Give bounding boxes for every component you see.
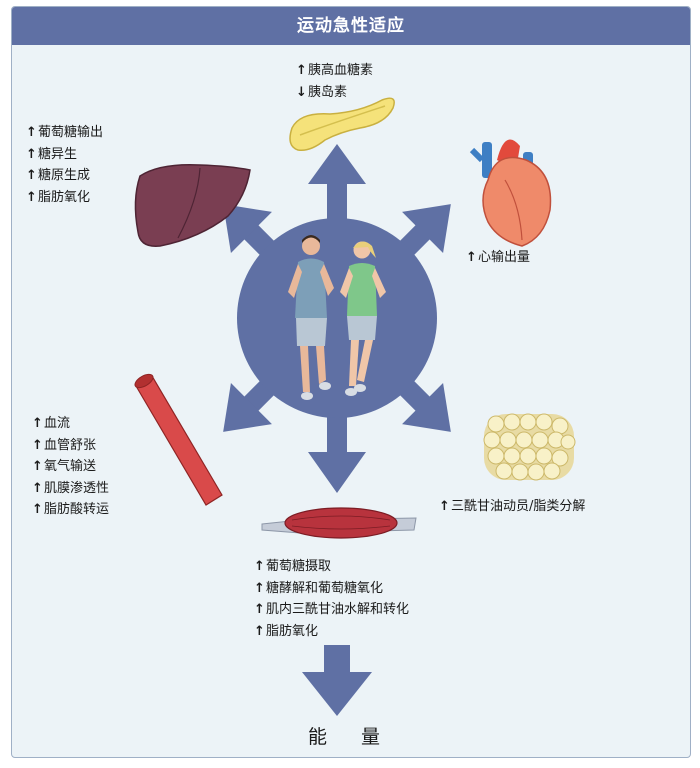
runners-illustration (288, 235, 386, 400)
heart-row: ↑心输出量 (466, 247, 530, 269)
increase-arrow-icon: ↑ (32, 437, 43, 453)
increase-arrow-icon: ↑ (254, 580, 265, 596)
adipose-row: ↑三酰甘油动员/脂类分解 (439, 496, 585, 518)
increase-arrow-icon: ↑ (26, 125, 37, 140)
vasodilation-label: 血管舒张 (44, 437, 97, 453)
blood-vessel-labels: ↑血流 ↑血管舒张 ↑氧气输送 ↑肌膜渗透性 ↑脂肪酸转运 (32, 413, 109, 521)
arrow-up-head (308, 144, 366, 184)
oxygen-delivery-label: 氧气输送 (44, 459, 97, 474)
increase-arrow-icon: ↑ (254, 623, 265, 639)
liver-row: ↑葡萄糖输出 (26, 122, 103, 144)
adipose-labels: ↑三酰甘油动员/脂类分解 (439, 496, 585, 518)
cardiac-output-label: 心输出量 (478, 250, 531, 265)
increase-arrow-icon: ↑ (32, 416, 43, 431)
blood-vessel-illustration (134, 373, 223, 506)
decrease-arrow-icon: ↓ (296, 84, 307, 100)
heart-illustration (469, 139, 552, 247)
glucagon-label: 胰高血糖素 (308, 63, 374, 78)
increase-arrow-icon: ↑ (254, 602, 265, 617)
energy-arrow-head (302, 672, 372, 716)
liver-labels: ↑葡萄糖输出 ↑糖异生 ↑糖原生成 ↑脂肪氧化 (26, 122, 103, 208)
muscle-row: ↑脂肪氧化 (254, 621, 409, 643)
adipose-illustration (483, 413, 576, 481)
glucose-output-label: 葡萄糖输出 (38, 125, 104, 140)
glucose-uptake-label: 葡萄糖摄取 (266, 559, 332, 574)
imtg-hydrolysis-label: 肌内三酰甘油水解和转化 (266, 602, 410, 617)
energy-label: 能 量 (308, 726, 395, 748)
lipolysis-label: 三酰甘油动员/脂类分解 (451, 499, 586, 514)
sarcolemma-permeability-label: 肌膜渗透性 (44, 480, 110, 496)
vessel-row: ↑脂肪酸转运 (32, 499, 109, 521)
increase-arrow-icon: ↑ (26, 189, 37, 205)
fatty-acid-transport-label: 脂肪酸转运 (44, 502, 110, 517)
liver-illustration (134, 163, 251, 247)
blood-flow-label: 血流 (44, 416, 71, 431)
muscle-row: ↑肌内三酰甘油水解和转化 (254, 599, 409, 621)
male-runner (288, 235, 334, 400)
title-bar (12, 7, 690, 45)
muscle-illustration (261, 507, 417, 539)
increase-arrow-icon: ↑ (26, 146, 37, 162)
hub-circle (237, 218, 437, 418)
vessel-row: ↑血管舒张 (32, 435, 109, 457)
pancreas-illustration (289, 97, 395, 152)
increase-arrow-icon: ↑ (32, 459, 43, 474)
liver-row: ↑糖原生成 (26, 165, 103, 187)
increase-arrow-icon: ↑ (32, 502, 43, 517)
energy-arrow-shaft (324, 645, 350, 675)
arrow-down-head (308, 452, 366, 493)
figure-title: 运动急性适应 (297, 16, 405, 36)
increase-arrow-icon: ↑ (466, 250, 477, 265)
increase-arrow-icon: ↑ (439, 499, 450, 514)
heart-labels: ↑心输出量 (466, 247, 530, 269)
vessel-row: ↑肌膜渗透性 (32, 478, 109, 500)
liver-row: ↑脂肪氧化 (26, 187, 103, 209)
pancreas-labels: ↑胰高血糖素 ↓胰岛素 (296, 60, 373, 103)
female-runner (340, 241, 386, 396)
increase-arrow-icon: ↑ (26, 168, 37, 183)
gluconeogenesis-label: 糖异生 (38, 146, 78, 162)
increase-arrow-icon: ↑ (296, 63, 307, 78)
glycogenolysis-label: 糖原生成 (38, 168, 91, 183)
fat-oxidation-label: 脂肪氧化 (38, 189, 91, 205)
liver-row: ↑糖异生 (26, 144, 103, 166)
vessel-row: ↑氧气输送 (32, 456, 109, 478)
figure-panel: 运动急性适应 (11, 6, 691, 758)
glucagon-row: ↑胰高血糖素 (296, 60, 373, 82)
insulin-label: 胰岛素 (308, 84, 348, 100)
vessel-row: ↑血流 (32, 413, 109, 435)
muscle-fat-oxidation-label: 脂肪氧化 (266, 623, 319, 639)
insulin-row: ↓胰岛素 (296, 82, 373, 104)
increase-arrow-icon: ↑ (254, 559, 265, 574)
glycolysis-label: 糖酵解和葡萄糖氧化 (266, 580, 384, 596)
muscle-row: ↑葡萄糖摄取 (254, 556, 409, 578)
muscle-row: ↑糖酵解和葡萄糖氧化 (254, 578, 409, 600)
increase-arrow-icon: ↑ (32, 480, 43, 496)
muscle-labels: ↑葡萄糖摄取 ↑糖酵解和葡萄糖氧化 ↑肌内三酰甘油水解和转化 ↑脂肪氧化 (254, 556, 409, 642)
